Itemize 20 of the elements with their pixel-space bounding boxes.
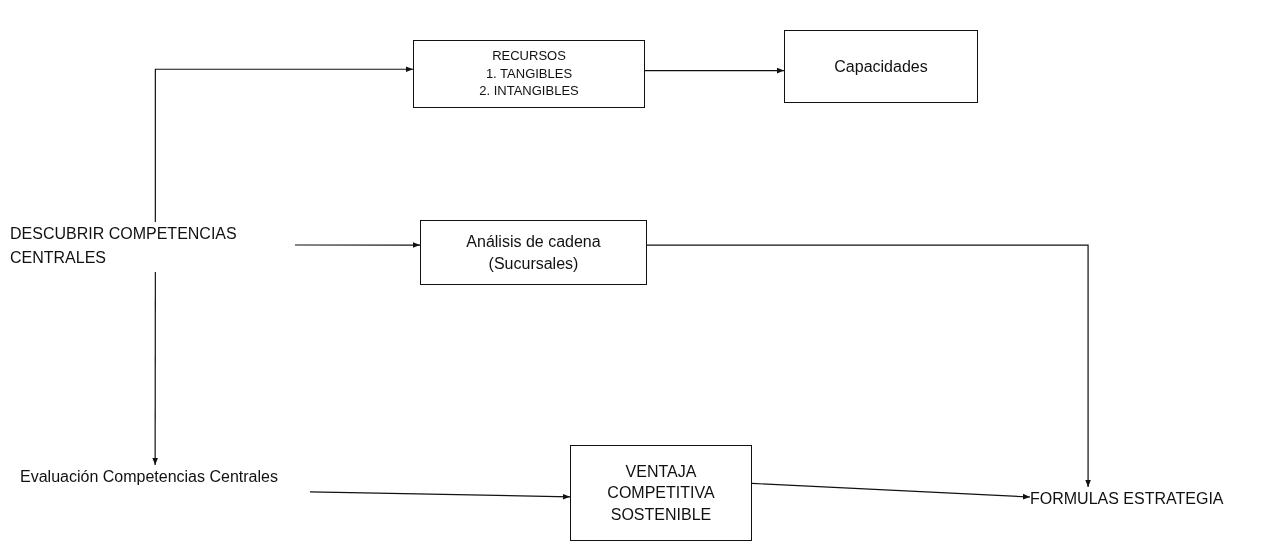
process-box <box>413 40 645 108</box>
arrow <box>294 242 421 248</box>
process-box <box>784 30 978 103</box>
box-text: Capacidades <box>834 56 928 77</box>
arrow <box>644 67 785 74</box>
arrow <box>646 244 1091 488</box>
process-box <box>570 445 752 541</box>
node-label: Evaluación Competencias Centrales <box>20 465 310 520</box>
box-text: 2. INTANGIBLES <box>479 82 579 100</box>
node-label: DESCUBRIR COMPETENCIAS CENTRALES <box>10 222 295 272</box>
arrow <box>152 271 159 466</box>
node-label: FORMULAS ESTRATEGIA <box>1030 487 1270 512</box>
arrow <box>751 482 1031 500</box>
arrow <box>154 66 414 223</box>
box-text: Análisis de cadena (Sucursales) <box>465 231 602 274</box>
arrow <box>309 491 571 500</box>
process-box <box>420 220 647 285</box>
box-text: 1. TANGIBLES <box>485 64 573 83</box>
box-text: VENTAJA COMPETITIVA SOSTENIBLE <box>606 461 716 525</box>
box-text: RECURSOS <box>492 47 566 65</box>
